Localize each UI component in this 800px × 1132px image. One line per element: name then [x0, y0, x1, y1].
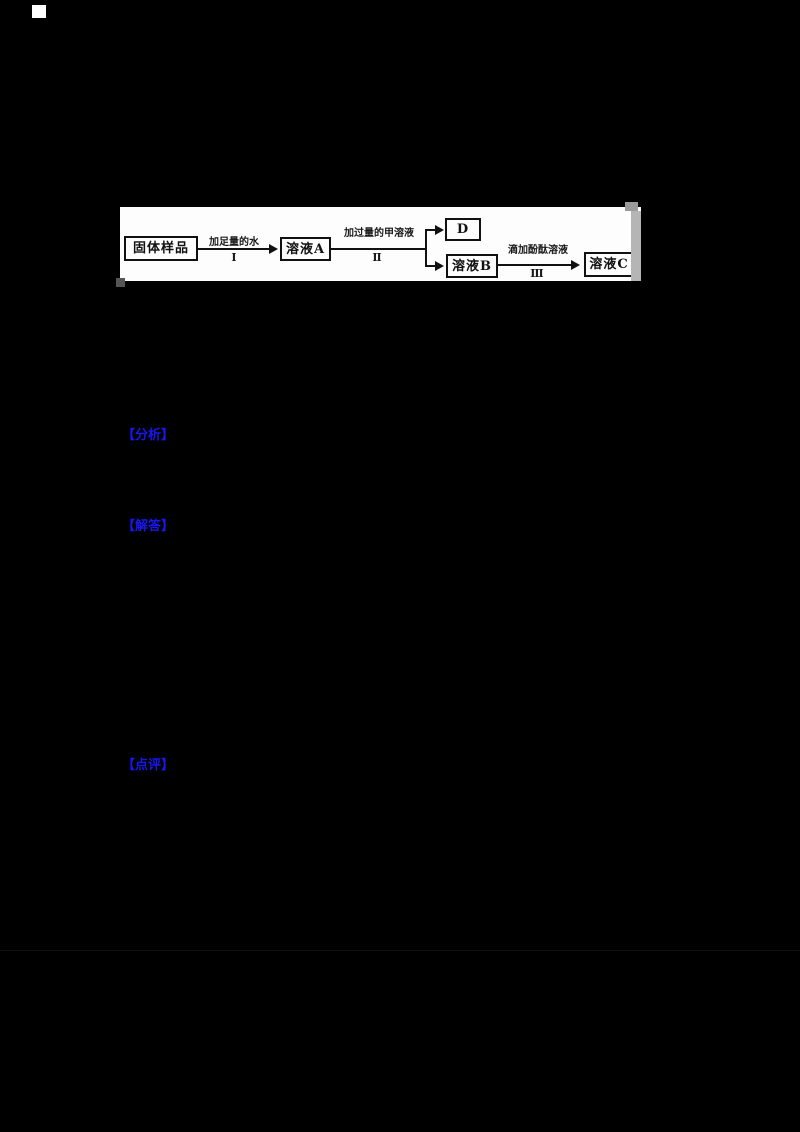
scrollbar-notch [625, 202, 638, 211]
scrollbar-thumb[interactable] [631, 211, 641, 281]
flow-arrow-1-line [198, 248, 274, 250]
flow-step1-caption: 加足量的水 [209, 237, 259, 248]
flow-step2-caption: 加过量的甲溶液 [344, 228, 414, 239]
flow-node-solution-c: 溶液C [584, 252, 634, 277]
flow-node-solution-b: 溶液B [446, 254, 498, 278]
chemistry-flowchart-image: 固体样品 加足量的水 Ⅰ 溶液A 加过量的甲溶液 Ⅱ D 溶液B 滴加酚酞溶液 … [120, 202, 641, 281]
flow-arrow-3-line [498, 264, 576, 266]
flow-node-d: D [445, 218, 481, 241]
flow-node-solution-a: 溶液A [280, 237, 331, 261]
flow-arrow-3-head [571, 260, 580, 270]
faint-divider-line [0, 950, 800, 951]
page-corner-artifact [32, 5, 46, 18]
flow-branch-bottom-line [425, 265, 438, 267]
flow-step1-numeral: Ⅰ [231, 251, 237, 264]
flow-branch-line [425, 229, 427, 267]
flow-step2-numeral: Ⅱ [372, 251, 382, 264]
section-label-comment: 【点评】 [122, 757, 175, 772]
flow-arrow-1-head [269, 244, 278, 254]
flow-node-solid-sample: 固体样品 [124, 236, 198, 261]
flow-step3-numeral: Ⅲ [530, 267, 544, 280]
flow-step3-caption: 滴加酚酞溶液 [508, 245, 568, 256]
strip-corner-mark [116, 278, 125, 287]
section-label-answer: 【解答】 [122, 518, 175, 533]
flow-branch-top-head [435, 225, 444, 235]
flow-arrow-2-line [331, 248, 427, 250]
section-label-analysis: 【分析】 [122, 427, 175, 442]
flow-branch-top-line [425, 229, 438, 231]
flow-branch-bottom-head [435, 261, 444, 271]
